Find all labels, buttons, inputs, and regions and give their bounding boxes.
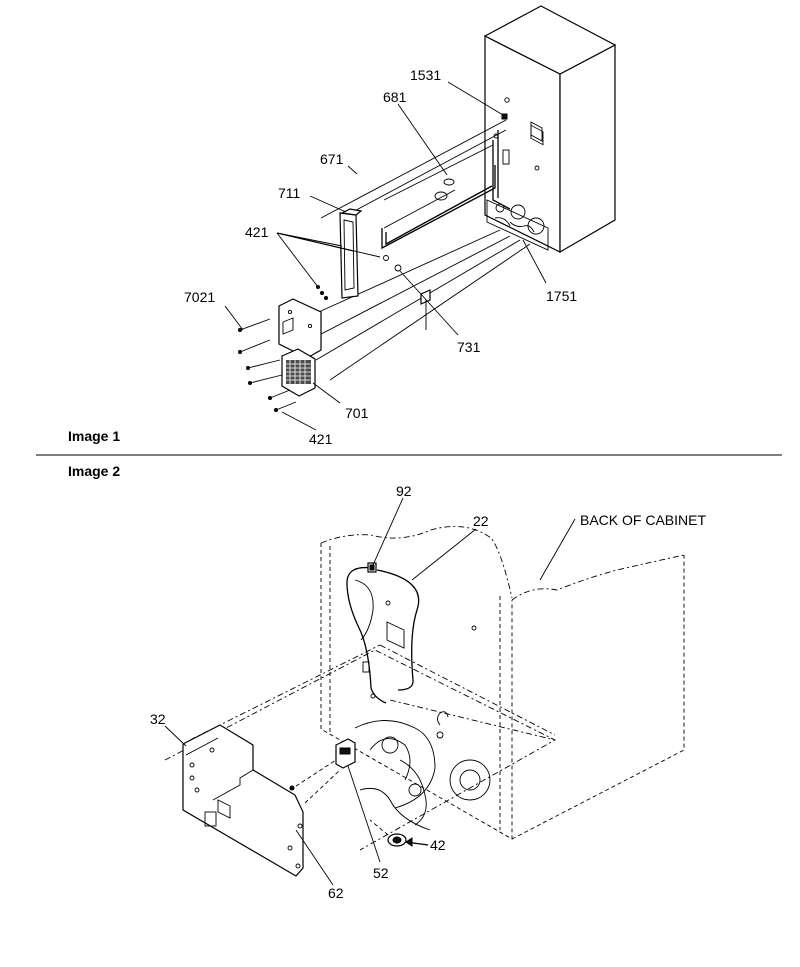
callout-1751: 1751 <box>546 288 577 304</box>
cabinet-panel-details <box>362 600 477 699</box>
callout-7021: 7021 <box>184 289 215 305</box>
callout-42: 42 <box>430 837 446 853</box>
part-731-clip <box>383 255 431 330</box>
callout-421-bottom: 421 <box>309 431 333 447</box>
callout-52: 52 <box>373 865 389 881</box>
caption-image1: Image 1 <box>68 428 120 444</box>
part-22-tube <box>346 562 420 704</box>
part-42-component <box>369 819 407 847</box>
callout-731: 731 <box>457 339 481 355</box>
leaders-image2 <box>164 497 576 886</box>
callout-22: 22 <box>473 513 489 529</box>
image1-exploded-view: 1531 681 671 711 421 7021 731 1751 701 4… <box>68 5 617 447</box>
callout-32: 32 <box>150 711 166 727</box>
callout-701: 701 <box>345 405 369 421</box>
leaders-image1 <box>224 81 547 431</box>
cabinet-body <box>483 5 617 254</box>
part-7021-bracket <box>278 298 322 359</box>
compressor-area <box>354 711 491 831</box>
part-52-component <box>289 738 356 804</box>
screws-421 <box>238 285 328 412</box>
image2-exploded-view: Image 2 <box>68 463 706 901</box>
callout-62: 62 <box>328 885 344 901</box>
callout-1531: 1531 <box>410 67 441 83</box>
callout-421-top: 421 <box>245 224 269 240</box>
cabinet-back-outline <box>164 525 685 851</box>
part-701-grille <box>281 348 316 397</box>
callout-back-of-cabinet: BACK OF CABINET <box>580 512 706 528</box>
part-32-panel <box>182 724 304 877</box>
explode-lines-1 <box>289 119 531 381</box>
callout-92: 92 <box>396 483 412 499</box>
callout-671: 671 <box>320 151 344 167</box>
callout-711: 711 <box>278 185 301 201</box>
part-681-tube <box>381 165 496 250</box>
part-711-panel <box>339 208 363 299</box>
callout-681: 681 <box>383 89 407 105</box>
caption-image2: Image 2 <box>68 463 120 479</box>
